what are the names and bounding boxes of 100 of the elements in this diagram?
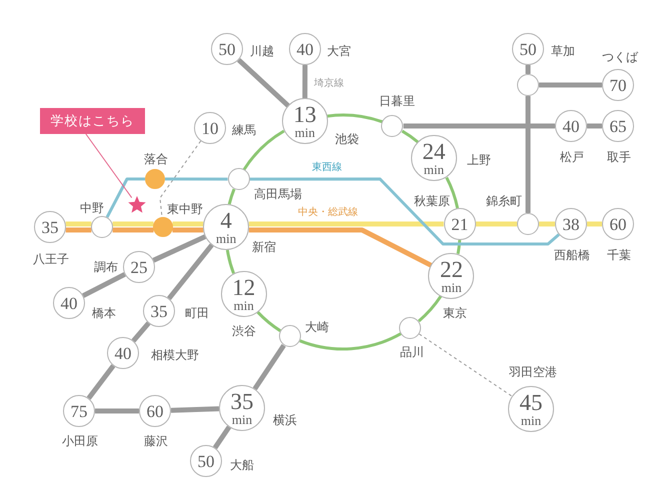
station-name: 調布 xyxy=(94,261,118,273)
route-line xyxy=(82,272,126,298)
travel-time: 12 xyxy=(232,276,256,299)
station-name: 渋谷 xyxy=(232,324,256,337)
route-line xyxy=(401,130,419,144)
station-name: 取手 xyxy=(607,151,631,163)
route-line xyxy=(252,344,286,390)
dashed-line xyxy=(418,334,512,397)
star-icon xyxy=(128,196,146,214)
station-name: 川越 xyxy=(250,45,274,57)
station-name: 錦糸町 xyxy=(486,195,522,207)
travel-time: 21 xyxy=(451,216,468,232)
route-line xyxy=(237,58,290,108)
route-line xyxy=(587,124,602,128)
line-label: 中央・総武線 xyxy=(296,207,360,219)
travel-time: 40 xyxy=(60,294,78,312)
route-line xyxy=(132,321,150,343)
route-line xyxy=(526,96,530,213)
leader-line xyxy=(85,134,132,198)
travel-time: 22 xyxy=(440,258,463,281)
travel-time: 40 xyxy=(296,40,314,58)
route-line xyxy=(112,222,154,226)
travel-time: 50 xyxy=(198,452,214,470)
route-line xyxy=(66,222,92,226)
station-name: 草加 xyxy=(551,45,575,57)
route-line xyxy=(228,188,236,205)
station-name: 高田馬場 xyxy=(254,188,302,200)
route-line xyxy=(112,228,154,232)
travel-time: 35 xyxy=(150,302,168,320)
station-name: 町田 xyxy=(185,307,209,319)
route-line xyxy=(250,178,560,246)
travel-time: 65 xyxy=(610,118,626,134)
station-name: 練馬 xyxy=(232,124,256,136)
travel-time: 50 xyxy=(218,40,236,58)
station-name: 落合 xyxy=(144,153,168,165)
travel-time: 50 xyxy=(520,40,536,58)
station-name: 大船 xyxy=(230,459,254,471)
route-line xyxy=(476,222,517,226)
station-name: 日暮里 xyxy=(378,95,415,107)
station-name: 秋葉原 xyxy=(414,195,450,207)
station-name: 松戸 xyxy=(560,151,584,163)
route-line xyxy=(256,311,282,332)
route-line xyxy=(152,234,206,263)
travel-time: 40 xyxy=(114,344,132,362)
station-name: 西船橋 xyxy=(554,249,590,261)
route-line xyxy=(539,82,602,88)
route-line xyxy=(106,178,145,218)
route-line xyxy=(248,222,444,226)
route-line xyxy=(456,240,462,254)
route-line xyxy=(242,130,285,170)
travel-time: 4 xyxy=(220,208,232,232)
station-name: 品川 xyxy=(400,346,424,358)
line-label: 埼京線 xyxy=(312,78,346,90)
station-name: 東京 xyxy=(442,306,467,319)
time-unit: min xyxy=(216,232,236,245)
travel-time: 25 xyxy=(130,258,148,276)
callout-box: 学校はこちら xyxy=(40,108,145,134)
travel-time: 35 xyxy=(42,218,58,236)
route-line xyxy=(445,176,459,209)
travel-time: 75 xyxy=(70,402,88,420)
station-name: 池袋 xyxy=(334,132,359,145)
route-line xyxy=(539,222,555,226)
line-label: 東西線 xyxy=(310,162,344,174)
time-unit: min xyxy=(424,163,444,176)
travel-time: 38 xyxy=(562,216,580,232)
station-name: 大崎 xyxy=(304,320,329,333)
route-line xyxy=(95,408,139,414)
station-name: 上野 xyxy=(466,154,491,166)
station-name: 千葉 xyxy=(607,249,631,261)
route-line xyxy=(587,222,602,226)
travel-time: 45 xyxy=(520,391,542,414)
dashed-line xyxy=(160,140,202,218)
travel-time: 60 xyxy=(146,402,164,420)
route-line xyxy=(226,250,236,274)
station-name: 藤沢 xyxy=(144,435,168,447)
station-circle xyxy=(517,74,539,96)
route-line xyxy=(86,364,116,400)
station-name: 大宮 xyxy=(327,45,351,57)
route-line xyxy=(167,243,214,300)
route-line xyxy=(170,406,220,413)
time-unit: min xyxy=(520,414,542,427)
station-name: 小田原 xyxy=(62,435,98,447)
station-name: 八王子 xyxy=(33,253,69,265)
time-unit: min xyxy=(441,280,462,294)
route-line xyxy=(302,65,308,98)
station-name: 横浜 xyxy=(273,414,297,426)
station-name: 新宿 xyxy=(252,240,276,253)
route-line xyxy=(526,65,530,74)
station-name: 相模大野 xyxy=(151,349,199,361)
station-name: 東中野 xyxy=(167,203,203,215)
time-unit: min xyxy=(232,413,252,426)
route-line xyxy=(66,228,92,232)
time-unit: min xyxy=(294,126,316,140)
route-line xyxy=(418,295,442,322)
time-unit: min xyxy=(234,299,254,312)
station-name: つくば xyxy=(602,51,638,63)
travel-time: 40 xyxy=(562,118,580,134)
station-name: 羽田空港 xyxy=(509,366,557,378)
route-line xyxy=(172,222,204,226)
station-name: 中野 xyxy=(80,202,104,214)
